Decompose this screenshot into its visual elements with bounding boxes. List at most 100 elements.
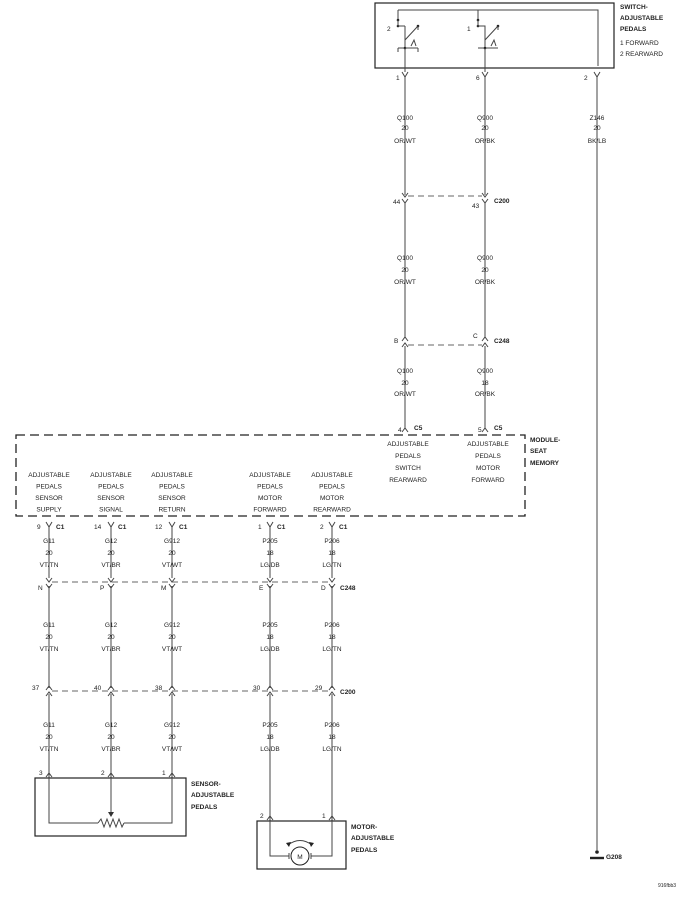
module-title-2: SEAT bbox=[530, 448, 547, 455]
switch-pin-2: 2 bbox=[584, 75, 588, 82]
c1-label: C1 bbox=[277, 524, 286, 531]
c1-label: C1 bbox=[118, 524, 127, 531]
c1-label: C1 bbox=[56, 524, 65, 531]
wire-circuit: G12 bbox=[105, 538, 118, 545]
c1-pin-symbol bbox=[107, 521, 115, 528]
switch-title-1: SWITCH- bbox=[620, 4, 648, 11]
wire-gauge: 18 bbox=[266, 550, 274, 557]
wire-gauge: 18 bbox=[328, 634, 336, 641]
wire-circuit: G912 bbox=[164, 722, 180, 729]
wire-color: LG/TN bbox=[322, 646, 341, 653]
q100-seg1-labels: Q100 20 OR/WT bbox=[394, 115, 416, 145]
module-pin-label: SWITCH bbox=[395, 465, 421, 472]
c200-pin-symbol bbox=[168, 685, 176, 697]
wire-circuit: Q900 bbox=[477, 255, 493, 262]
motor-box bbox=[256, 820, 347, 870]
c1-label: C1 bbox=[179, 524, 188, 531]
wire-circuit: G11 bbox=[43, 538, 55, 545]
module-pin-label: SENSOR bbox=[97, 495, 125, 502]
module-pin-label: PEDALS bbox=[98, 484, 124, 491]
wire-gauge: 18 bbox=[266, 734, 274, 741]
wire-color: OR/BK bbox=[475, 279, 496, 286]
module-pin-label: ADJUSTABLE bbox=[467, 441, 509, 448]
component-pin-number: 1 bbox=[322, 813, 326, 820]
c1-pin-symbol bbox=[266, 521, 274, 528]
c1-pin-symbol bbox=[45, 521, 53, 528]
module-pin-label: SIGNAL bbox=[99, 507, 123, 514]
module-pin-label: REARWARD bbox=[389, 477, 427, 484]
module-pin-label: ADJUSTABLE bbox=[90, 472, 132, 479]
ground-g208: G208 bbox=[590, 850, 622, 861]
wire-circuit: G12 bbox=[105, 622, 118, 629]
wire-gauge: 20 bbox=[45, 634, 53, 641]
wire-gauge: 20 bbox=[401, 125, 409, 132]
wire-circuit: G11 bbox=[43, 722, 55, 729]
wire-circuit: G11 bbox=[43, 622, 55, 629]
wire-gauge: 20 bbox=[481, 125, 489, 132]
q900-seg2-labels: Q900 20 OR/BK bbox=[475, 255, 496, 286]
c5-label-1: C5 bbox=[414, 425, 423, 432]
module-pin-label: FORWARD bbox=[253, 507, 287, 514]
switch-title-3: PEDALS bbox=[620, 26, 647, 33]
module-pin-label: PEDALS bbox=[319, 484, 345, 491]
sensor-adjustable-pedals: SENSOR- ADJUSTABLE PEDALS bbox=[34, 777, 235, 837]
c248-upper-connector: B C C248 bbox=[394, 333, 510, 348]
wire-color: VT/TN bbox=[40, 646, 59, 653]
c5-label-2: C5 bbox=[494, 425, 503, 432]
c248-lower-connector: C248 bbox=[52, 581, 356, 592]
wire-circuit: G912 bbox=[164, 538, 180, 545]
wire-color: OR/WT bbox=[394, 138, 416, 145]
module-pin-label: PEDALS bbox=[475, 453, 501, 460]
module-pin-label: MOTOR bbox=[258, 495, 282, 502]
module-title-1: MODULE- bbox=[530, 437, 560, 444]
c1-pin-number: 1 bbox=[258, 524, 262, 531]
switch-legend-rearward: 2 REARWARD bbox=[620, 51, 663, 58]
c5-pin-4: 4 bbox=[398, 427, 402, 434]
wire-color: VT/BR bbox=[101, 646, 120, 653]
wire-color: OR/BK bbox=[475, 138, 496, 145]
wire-circuit: Q100 bbox=[397, 368, 413, 375]
sensor-title-3: PEDALS bbox=[191, 804, 218, 811]
c200-pin-symbol bbox=[45, 685, 53, 697]
wire-circuit: Q900 bbox=[477, 115, 493, 122]
motor-icon bbox=[290, 846, 310, 866]
module-pin-label: ADJUSTABLE bbox=[387, 441, 429, 448]
module-pin-label: PEDALS bbox=[159, 484, 185, 491]
c1-pin-symbol bbox=[328, 521, 336, 528]
c248-label: C248 bbox=[494, 338, 510, 345]
switch-pin-1: 1 bbox=[396, 75, 400, 82]
component-pin-symbol bbox=[266, 815, 274, 821]
c200-pin-symbol bbox=[328, 685, 336, 697]
component-pin-symbol bbox=[45, 772, 53, 778]
wire-circuit: P206 bbox=[324, 722, 340, 729]
c248-pin-symbol bbox=[107, 577, 115, 589]
motor-direction-arrow-icon bbox=[287, 840, 313, 846]
wire-gauge: 18 bbox=[328, 734, 336, 741]
component-pin-symbol bbox=[107, 772, 115, 778]
motor-adjustable-pedals: M MOTOR- ADJUSTABLE PEDALS bbox=[256, 820, 395, 870]
wire-color: VT/TN bbox=[40, 746, 59, 753]
component-pin-number: 3 bbox=[39, 770, 43, 777]
c1-pin-number: 14 bbox=[94, 524, 102, 531]
c248-pin-letter: P bbox=[100, 585, 104, 592]
c200-lower-label: C200 bbox=[340, 689, 356, 696]
module-pin-label: MOTOR bbox=[320, 495, 344, 502]
wire-gauge: 20 bbox=[593, 125, 601, 132]
c248-pin-letter: E bbox=[259, 585, 264, 592]
c248-pin-b: B bbox=[394, 338, 398, 345]
wire-gauge: 20 bbox=[168, 634, 176, 641]
ground-label: G208 bbox=[606, 854, 622, 861]
wire-color: VT/WT bbox=[162, 562, 182, 569]
wire-circuit: P205 bbox=[262, 722, 278, 729]
module-bottom-labels: ADJUSTABLEPEDALSSENSORSUPPLYADJUSTABLEPE… bbox=[28, 472, 353, 514]
motor-symbol: M bbox=[297, 854, 302, 861]
c248-lower-label: C248 bbox=[340, 585, 356, 592]
module-pin-label: RETURN bbox=[158, 507, 185, 514]
c200-lower-connector: C200 bbox=[52, 689, 356, 696]
c200-pin-number: 38 bbox=[155, 685, 163, 692]
module-pin-label: SENSOR bbox=[158, 495, 186, 502]
switch-contact-2-label: 2 bbox=[387, 26, 391, 33]
switch-box bbox=[374, 2, 615, 69]
